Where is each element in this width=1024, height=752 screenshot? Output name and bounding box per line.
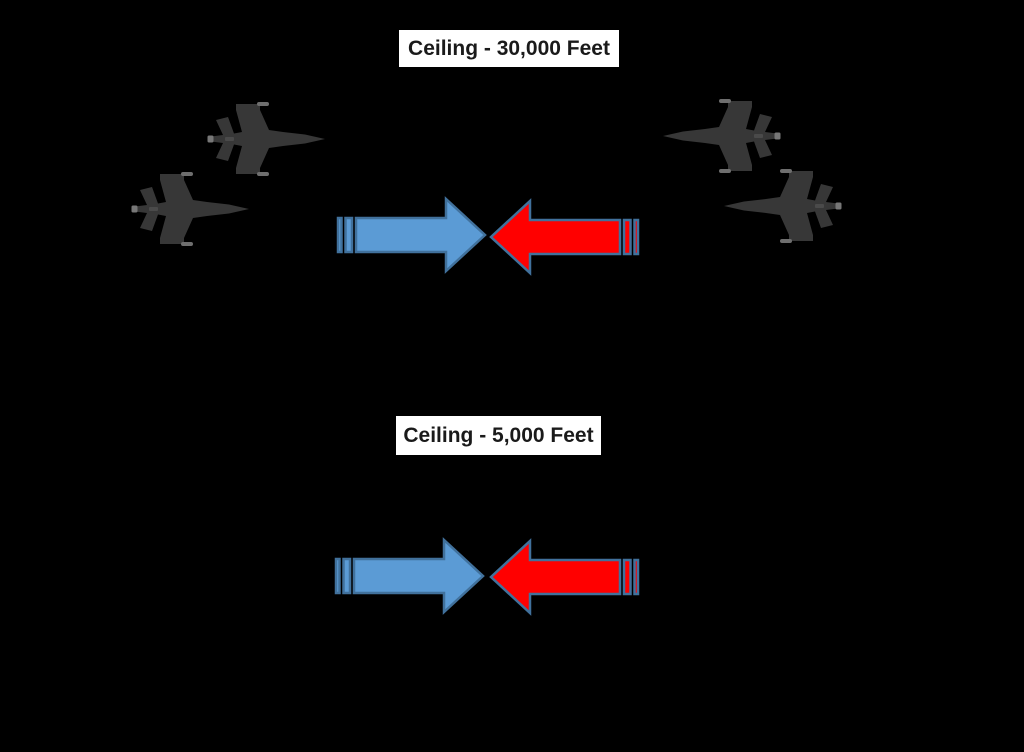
fighter-jet-icon [131, 169, 251, 249]
blue-arrow-right-icon [336, 196, 488, 274]
blue-arrow-right-icon [334, 537, 486, 615]
fighter-jet-icon [207, 99, 327, 179]
ceiling-5000-label-text: Ceiling - 5,000 Feet [403, 423, 594, 447]
ceiling-30000-label: Ceiling - 30,000 Feet [399, 30, 619, 67]
ceiling-5000-label: Ceiling - 5,000 Feet [396, 416, 601, 455]
fighter-jet-icon [722, 166, 842, 246]
section-ceiling-5000: Ceiling - 5,000 Feet [0, 380, 1024, 752]
fighter-jet-icon [661, 96, 781, 176]
red-arrow-left-icon [488, 538, 640, 616]
section-ceiling-30000: Ceiling - 30,000 Feet [0, 30, 1024, 380]
red-arrow-left-icon [488, 198, 640, 276]
ceiling-30000-label-text: Ceiling - 30,000 Feet [408, 36, 610, 60]
